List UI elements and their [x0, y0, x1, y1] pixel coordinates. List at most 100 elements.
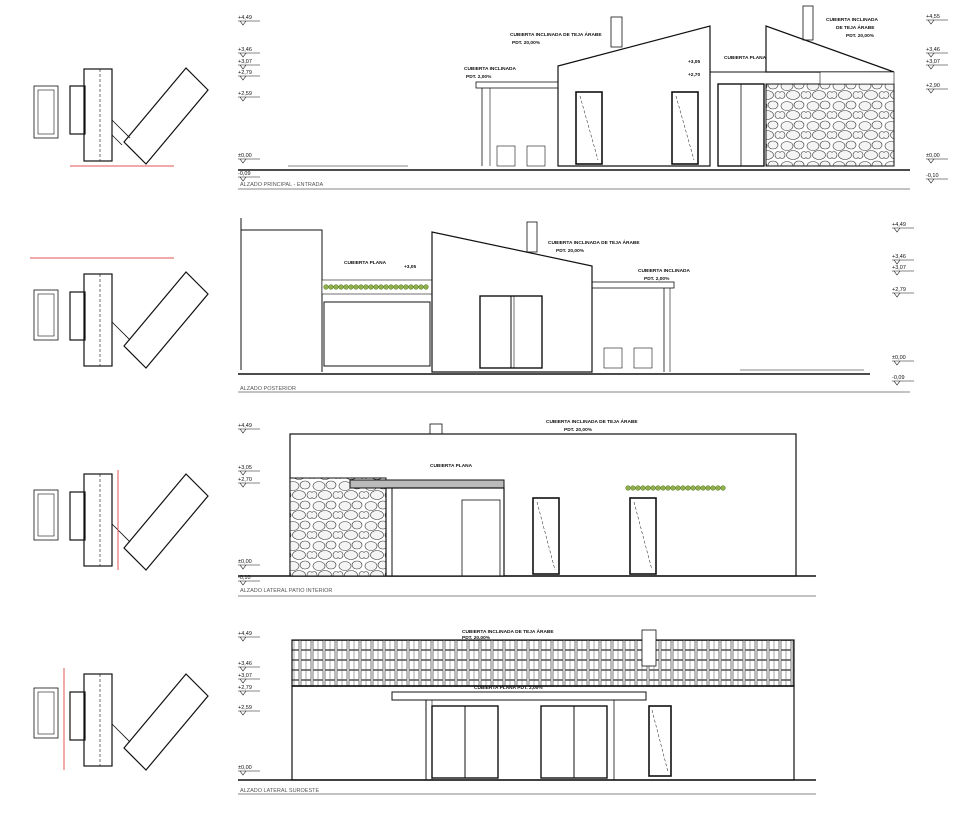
level-marker: -0,09 [238, 171, 260, 182]
level-marker: +2,79 [892, 287, 914, 298]
level-label: ±0,00 [238, 153, 252, 159]
level-label: -0,09 [892, 375, 905, 381]
level-label: +3,07 [892, 265, 906, 271]
level-label: +2,59 [238, 705, 252, 711]
elevation-patio [238, 423, 816, 597]
plant-leaf [418, 284, 424, 290]
level-label: -0,10 [238, 575, 251, 581]
plant-leaf [408, 284, 414, 290]
level-marker: +2,59 [238, 91, 260, 102]
annotation-label: CUBIERTA INCLINADA DE TEJA ÁRABE [546, 418, 638, 425]
key-plan-3 [33, 470, 209, 571]
level-marker: +4,49 [238, 15, 260, 26]
plant-leaf [413, 284, 419, 290]
plant-leaf [338, 284, 344, 290]
annotation-label: PDT. 20,00% [512, 40, 541, 46]
plant-leaf [423, 284, 429, 290]
plant-leaf [368, 284, 374, 290]
plant-leaf [353, 284, 359, 290]
plant-leaf [710, 485, 716, 491]
level-label: +3,46 [238, 661, 252, 667]
level-label: +2,90 [926, 83, 940, 89]
level-marker: +2,70 [238, 477, 260, 488]
plant-leaf [363, 284, 369, 290]
level-markers: +4,49+3,46+3,07+2,79+2,59±0,00-0,09+4,55… [238, 14, 948, 776]
level-label: +4,49 [238, 423, 252, 429]
level-label: -0,10 [926, 173, 939, 179]
level-label: ±0,00 [892, 355, 906, 361]
level-marker: +4,49 [238, 423, 260, 434]
level-marker: +2,90 [926, 83, 948, 94]
annotation-label: CUBIERTA PLANA [344, 260, 387, 266]
plant-leaf [348, 284, 354, 290]
level-marker: +3,46 [238, 47, 260, 58]
elevation-posterior [238, 218, 910, 393]
annotation-label: PDT. 2,00% [466, 74, 492, 80]
level-label: +4,49 [238, 631, 252, 637]
elevation-caption: ALZADO PRINCIPAL - ENTRADA [240, 182, 323, 188]
elevation-suroeste [238, 629, 816, 795]
level-label: -0,09 [238, 171, 251, 177]
plant-leaf [680, 485, 686, 491]
level-label: +3,46 [892, 254, 906, 260]
plant-leaf [670, 485, 676, 491]
level-label: +3,07 [238, 59, 252, 65]
plant-leaf [635, 485, 641, 491]
annotation-label: CUBIERTA INCLINADA [638, 268, 690, 274]
level-marker: +3,07 [926, 59, 948, 70]
plant-leaf [343, 284, 349, 290]
level-marker: +3,07 [238, 59, 260, 70]
level-marker: +4,49 [892, 222, 914, 233]
elevation-caption: ALZADO LATERAL PATIO INTERIOR [240, 588, 332, 594]
plant-leaf [715, 485, 721, 491]
level-marker: +4,55 [926, 14, 948, 25]
level-marker: -0,09 [892, 375, 914, 386]
key-plan-4 [33, 668, 209, 771]
key-plan-1 [33, 67, 209, 167]
plant-leaf [655, 485, 661, 491]
annotation-label: PDT. 20,00% [556, 248, 585, 254]
plant-leaf [720, 485, 726, 491]
plant-leaf [700, 485, 706, 491]
level-marker: ±0,00 [238, 559, 260, 570]
plant-leaf [665, 485, 671, 491]
level-marker: +4,49 [238, 631, 260, 642]
plant-leaf [685, 485, 691, 491]
annotation-label: CUBIERTA INCLINADA DE TEJA ÁRABE [548, 239, 640, 246]
annotation-label: PDT. 20,00% [462, 635, 491, 641]
key-plan-2 [30, 257, 209, 369]
level-marker: +3,07 [892, 265, 914, 276]
plant-leaf [383, 284, 389, 290]
level-label: ±0,00 [238, 765, 252, 771]
annotation-label: CUBIERTA INCLINADA DE TEJA ÁRABE [462, 628, 554, 635]
annotation-label: PDT. 20,00% [846, 33, 875, 39]
level-label: +4,49 [892, 222, 906, 228]
plant-leaf [393, 284, 399, 290]
plant-leaf [625, 485, 631, 491]
elevation-caption: ALZADO LATERAL SUROESTE [240, 788, 319, 794]
annotation-label: CUBIERTA PLANA [724, 55, 767, 61]
level-marker: +3,05 [238, 465, 260, 476]
level-label: +3,05 [238, 465, 252, 471]
plant-leaf [358, 284, 364, 290]
plant-leaf [403, 284, 409, 290]
plant-leaf [640, 485, 646, 491]
level-label: +3,07 [926, 59, 940, 65]
level-label: +2,79 [238, 70, 252, 76]
level-marker: ±0,00 [238, 153, 260, 164]
level-label: +4,55 [926, 14, 940, 20]
level-marker: +3,46 [926, 47, 948, 58]
level-label: ±0,00 [238, 559, 252, 565]
level-marker: +2,79 [238, 685, 260, 696]
plant-leaf [323, 284, 329, 290]
plant-leaf [660, 485, 666, 491]
plant-leaf [675, 485, 681, 491]
annotation-label: DE TEJA ÁRABE [836, 24, 875, 31]
plant-leaf [690, 485, 696, 491]
level-marker: +2,59 [238, 705, 260, 716]
annotation-label: PDT. 2,00% [644, 276, 670, 282]
level-marker: +2,79 [238, 70, 260, 81]
annotation-label: +3,05 [404, 264, 416, 270]
